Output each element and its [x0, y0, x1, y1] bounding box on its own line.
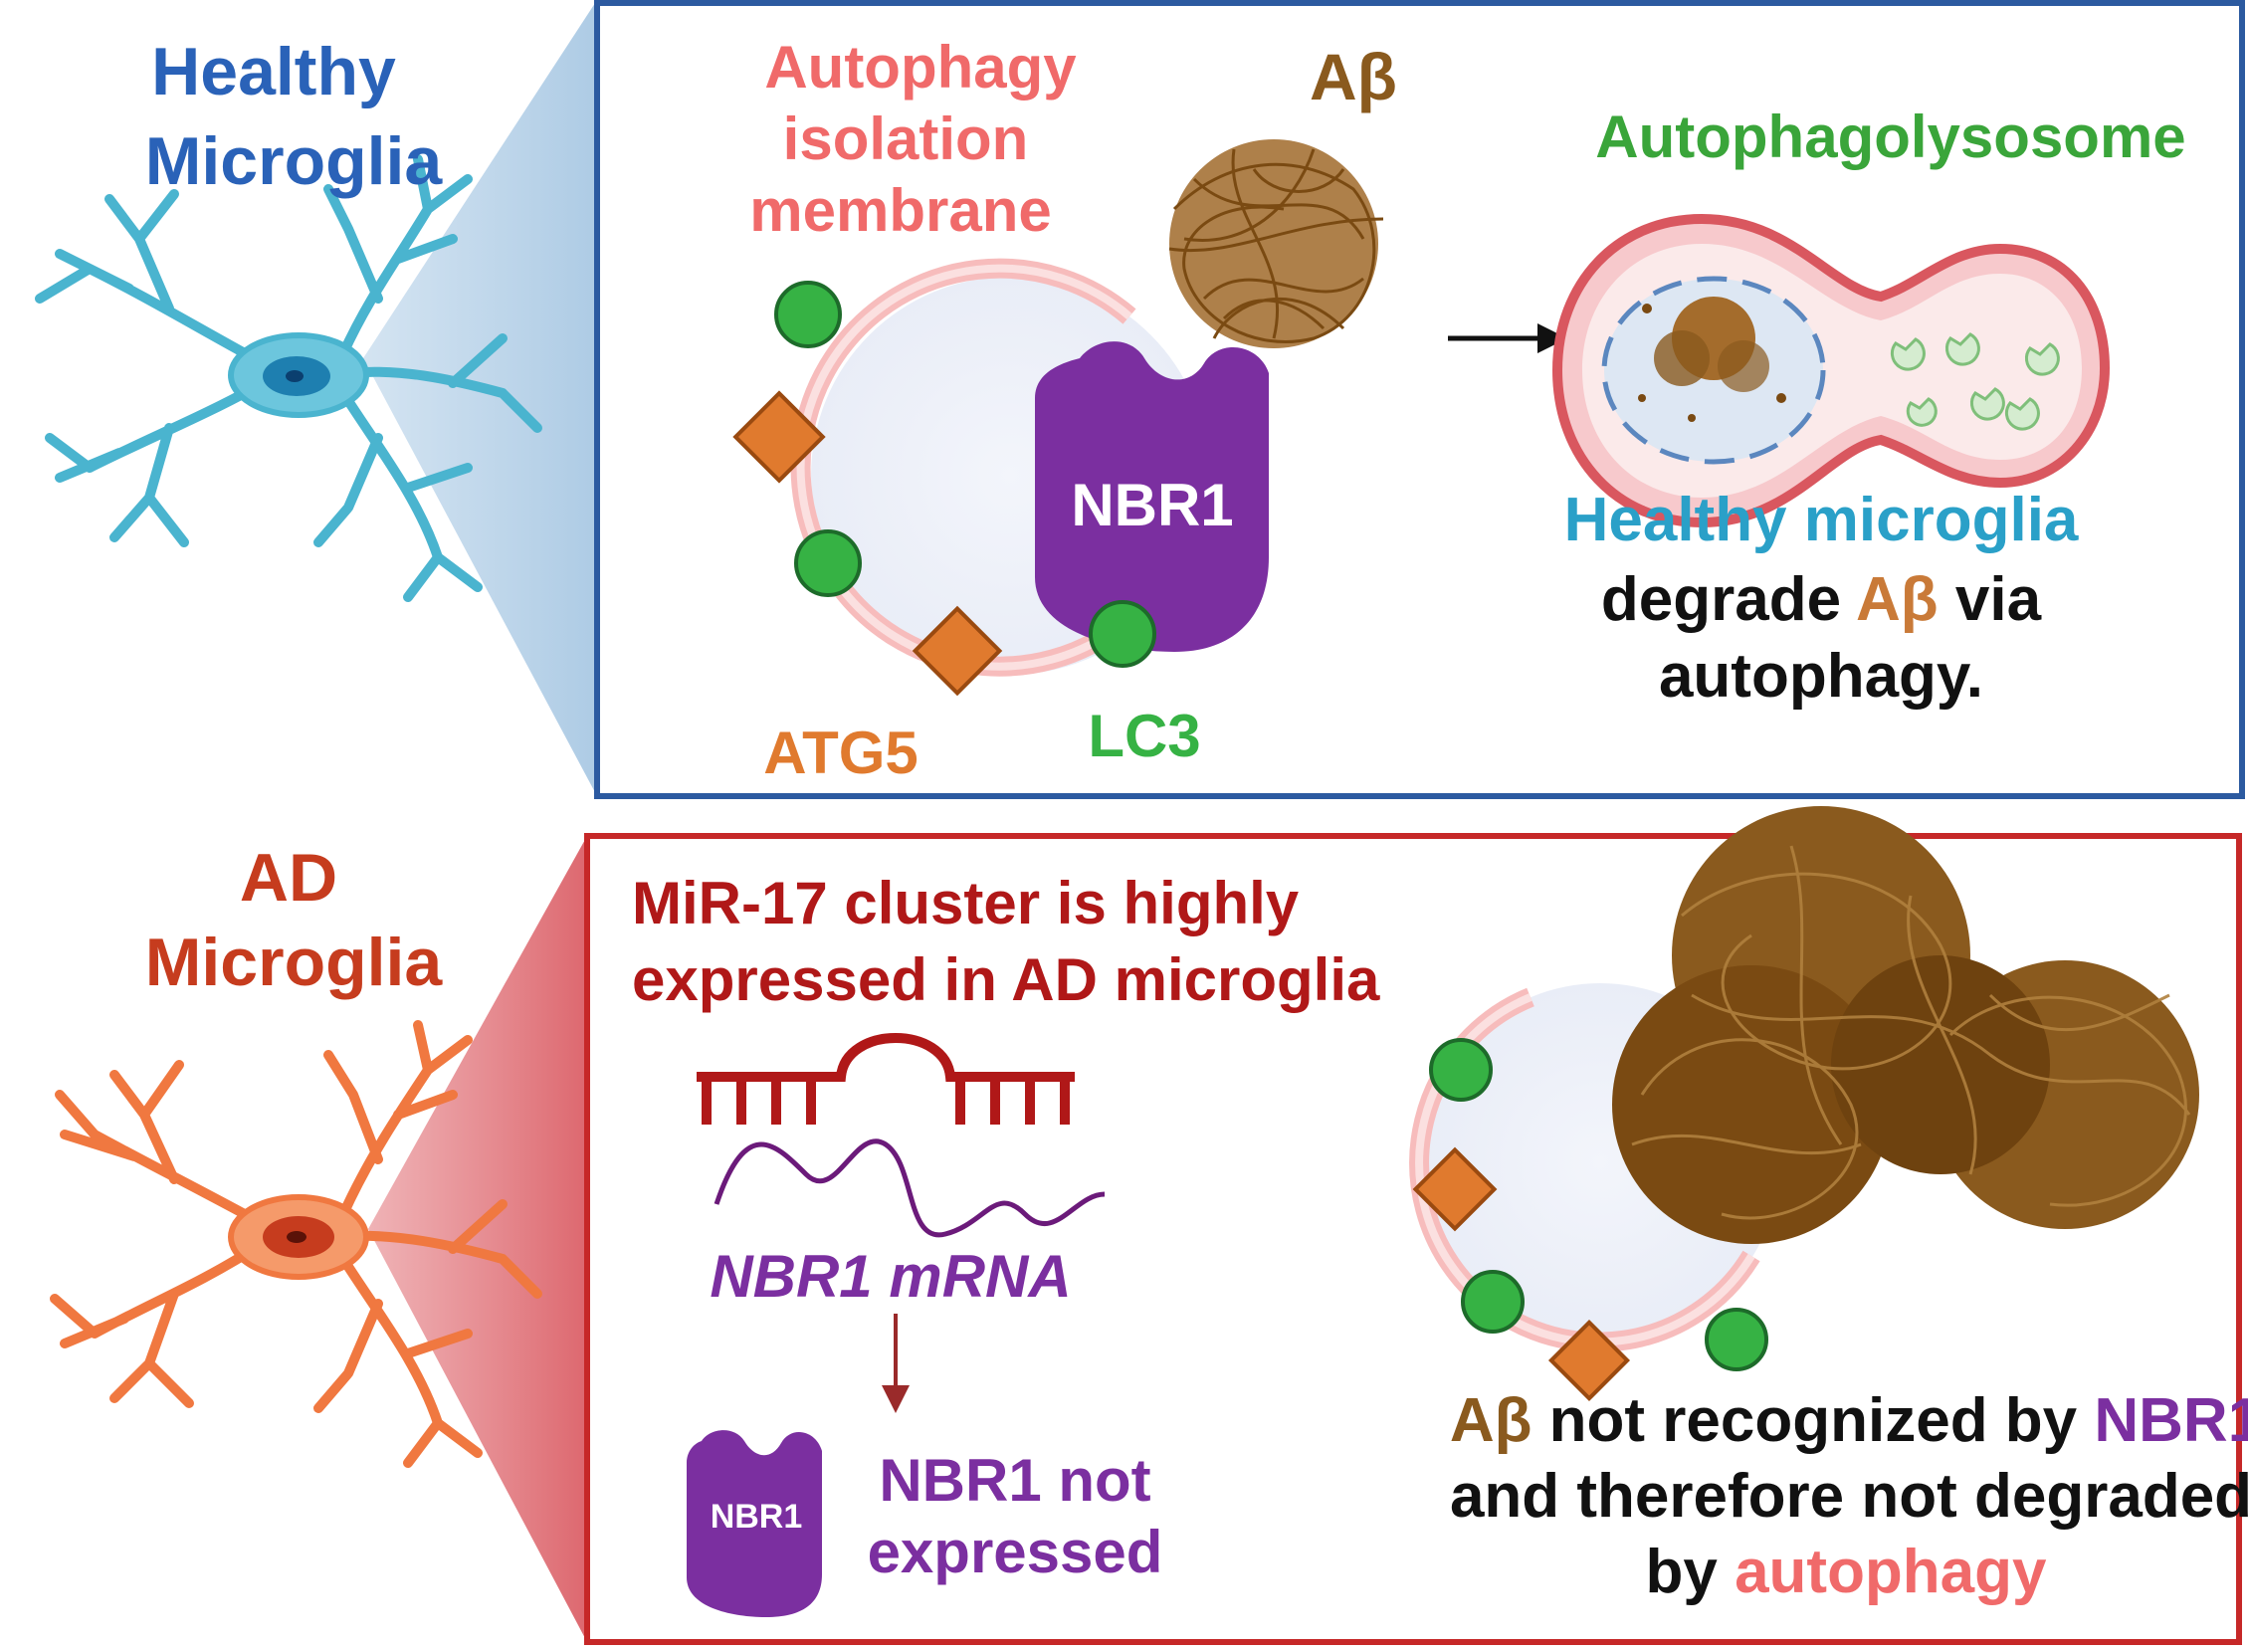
desc-abeta: Aβ: [1856, 565, 1939, 634]
mir-line2: expressed in AD microglia: [632, 946, 1380, 1013]
mirna-hairpin: [697, 1033, 1075, 1125]
ad-nbr1-label: NBR1: [711, 1498, 803, 1536]
mrna-strand: [714, 1138, 1106, 1238]
ad-title-line1: AD: [240, 840, 337, 916]
healthy-desc-line3: autophagy.: [1659, 642, 1983, 711]
not-expressed-line1: NBR1 not: [879, 1447, 1150, 1514]
lc3-marker: [1089, 600, 1156, 668]
bottom-by: by: [1645, 1538, 1735, 1606]
isolation-label-line3: membrane: [749, 177, 1051, 244]
bottom-not-recognized: not recognized by: [1532, 1386, 2094, 1455]
healthy-nbr1-protein: NBR1: [1035, 341, 1269, 652]
atg5-marker: [732, 390, 826, 484]
autolysosome-label: Autophagolysosome: [1595, 103, 2185, 170]
lc3-label: LC3: [1088, 703, 1200, 769]
mir-line1: MiR-17 cluster is highly: [632, 870, 1300, 936]
desc-via: via: [1939, 565, 2042, 634]
healthy-desc-line1: Healthy microglia: [1564, 486, 2079, 554]
ad-abeta-aggregates: [1612, 806, 2199, 1244]
healthy-microglia-cell: [35, 154, 542, 602]
ad-nbr1-protein: NBR1: [687, 1430, 822, 1617]
lc3-marker-ad: [1705, 1308, 1768, 1371]
abeta-label-top: Aβ: [1310, 40, 1397, 113]
healthy-title-line2: Microglia: [145, 123, 444, 199]
isolation-label-line2: isolation: [783, 105, 1029, 172]
lc3-marker: [774, 281, 842, 348]
bottom-nbr1: NBR1: [2094, 1386, 2248, 1455]
atg5-marker: [912, 605, 1003, 697]
ad-bottom-line3: by autophagy: [1645, 1538, 2047, 1606]
isolation-label-line1: Autophagy: [764, 34, 1077, 101]
atg5-marker-ad: [1547, 1319, 1631, 1402]
autophagolysosome: [1551, 213, 2111, 528]
ad-bottom-line2: and therefore not degraded: [1450, 1462, 2248, 1531]
healthy-desc-line2: degrade Aβ via: [1601, 565, 2042, 634]
mrna-label: NBR1 mRNA: [710, 1243, 1071, 1310]
healthy-zoom-wedge: [363, 0, 597, 796]
lc3-marker-ad: [1461, 1270, 1525, 1334]
bottom-autophagy: autophagy: [1735, 1538, 2047, 1606]
translation-arrow: [882, 1314, 910, 1413]
ad-microglia-cell: [50, 1020, 542, 1468]
atg5-label: ATG5: [763, 720, 919, 786]
ad-bottom-line1: Aβ not recognized by NBR1: [1450, 1386, 2248, 1455]
healthy-title-line1: Healthy: [151, 34, 396, 109]
atg5-marker-ad: [1412, 1146, 1498, 1232]
ad-zoom-wedge: [368, 836, 587, 1642]
lc3-marker: [794, 529, 862, 597]
not-expressed-line2: expressed: [868, 1519, 1163, 1585]
desc-degrade: degrade: [1601, 565, 1856, 634]
ad-title-line2: Microglia: [145, 925, 444, 1000]
lc3-marker-ad: [1429, 1038, 1493, 1102]
healthy-nbr1-label: NBR1: [1071, 472, 1233, 538]
healthy-abeta-aggregate: [1168, 139, 1384, 348]
process-arrow: [1448, 323, 1567, 353]
bottom-abeta: Aβ: [1450, 1386, 1533, 1455]
